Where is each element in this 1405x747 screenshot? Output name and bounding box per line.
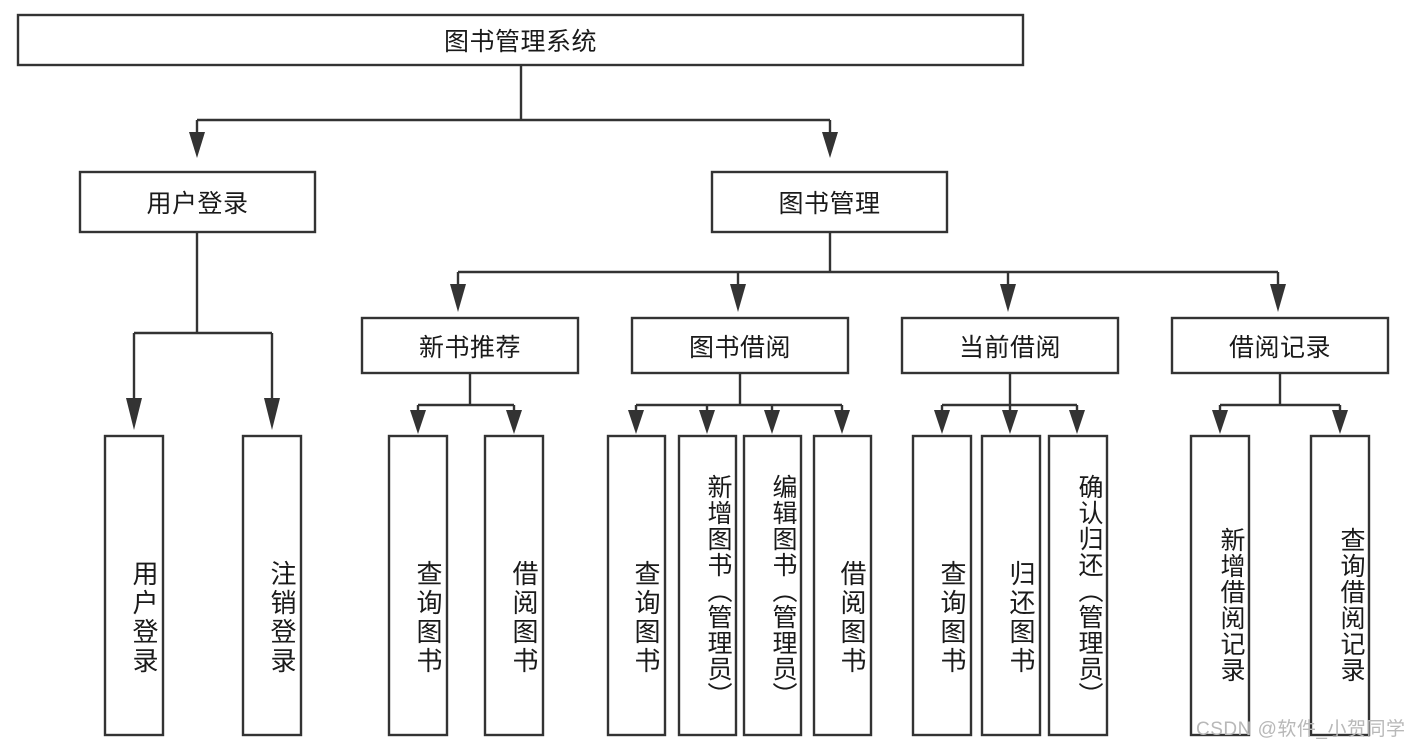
arrow-head-leaf-return-book: [1002, 410, 1018, 434]
arrow-head-leaf-borrow-book-2: [834, 410, 850, 434]
arrow-head-leaf-user-login: [126, 398, 142, 430]
arrow-head-leaf-borrow-book-1: [506, 410, 522, 434]
watermark-text: CSDN @软件_小贺同学: [1196, 719, 1405, 740]
node-box-user-login[interactable]: [78, 170, 317, 234]
node-box-leaf-borrow-book-2[interactable]: [812, 434, 873, 737]
node-box-book-management[interactable]: [710, 170, 949, 234]
node-box-leaf-user-login[interactable]: [103, 434, 165, 737]
node-box-leaf-add-book-admin[interactable]: [677, 434, 738, 737]
connector-group-borrow-record: [1212, 373, 1348, 434]
arrow-head-leaf-logout-login: [264, 398, 280, 430]
connector-group-book-borrow: [628, 373, 850, 434]
arrow-head-leaf-edit-book-admin: [764, 410, 780, 434]
node-box-leaf-query-book-3[interactable]: [911, 434, 973, 737]
node-box-leaf-return-book[interactable]: [980, 434, 1042, 737]
node-box-borrow-record[interactable]: [1170, 316, 1390, 375]
arrow-head-leaf-query-book-2: [628, 410, 644, 434]
node-box-leaf-logout-login[interactable]: [241, 434, 303, 737]
connector-group-book-management: [450, 232, 1286, 312]
arrow-head-book-management: [822, 132, 838, 158]
connector-group-root: [189, 65, 838, 158]
arrow-head-new-book-recommend: [450, 284, 466, 312]
connector-group-new-book-recommend: [410, 373, 522, 434]
node-box-leaf-borrow-book-1[interactable]: [483, 434, 545, 737]
arrow-head-leaf-query-book-1: [410, 410, 426, 434]
node-box-leaf-confirm-return-admin[interactable]: [1047, 434, 1109, 737]
arrow-head-user-login: [189, 132, 205, 158]
arrow-head-current-borrow: [1000, 284, 1016, 312]
node-box-leaf-query-book-2[interactable]: [606, 434, 667, 737]
arrow-head-leaf-query-borrow-record: [1332, 410, 1348, 434]
node-box-leaf-edit-book-admin[interactable]: [742, 434, 803, 737]
arrow-head-leaf-add-book-admin: [699, 410, 715, 434]
connector-group-current-borrow: [934, 373, 1085, 434]
arrow-head-book-borrow: [730, 284, 746, 312]
node-box-leaf-query-book-1[interactable]: [387, 434, 449, 737]
node-box-current-borrow[interactable]: [900, 316, 1120, 375]
node-box-book-borrow[interactable]: [630, 316, 850, 375]
arrow-head-borrow-record: [1270, 284, 1286, 312]
node-box-title[interactable]: [16, 13, 1025, 67]
node-box-new-book-recommend[interactable]: [360, 316, 580, 375]
arrow-head-leaf-add-borrow-record: [1212, 410, 1228, 434]
node-box-leaf-add-borrow-record[interactable]: [1189, 434, 1251, 737]
arrow-head-leaf-confirm-return-admin: [1069, 410, 1085, 434]
connector-group-user-login: [126, 232, 280, 430]
arrow-head-leaf-query-book-3: [934, 410, 950, 434]
node-box-leaf-query-borrow-record[interactable]: [1309, 434, 1371, 737]
